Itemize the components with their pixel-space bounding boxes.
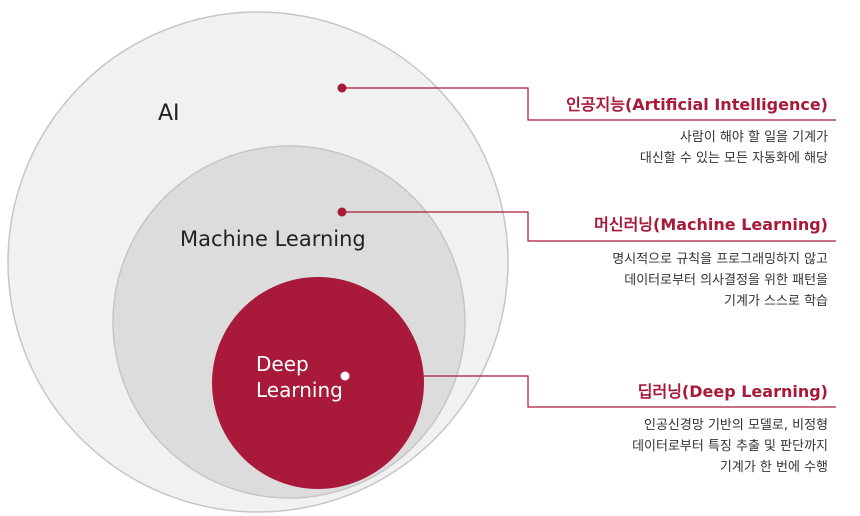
ai-definition-line: 대신할 수 있는 모든 자동화에 해당 xyxy=(639,151,828,166)
ai-marker-dot xyxy=(337,83,347,93)
deep-learning-definition-line: 인공신경망 기반의 모델로, 비정형 xyxy=(644,418,828,433)
deep-learning-definition-line: 데이터로부터 특징 추출 및 판단까지 xyxy=(632,439,828,454)
machine-learning-definition-line: 명시적으로 규칙을 프로그래밍하지 않고 xyxy=(612,252,828,267)
machine-learning-marker-dot xyxy=(337,207,347,217)
deep-learning-definition-text: 인공신경망 기반의 모델로, 비정형 데이터로부터 특징 추출 및 판단까지 기… xyxy=(632,415,828,478)
ai-definition-title: 인공지능(Artificial Intelligence) xyxy=(566,95,828,114)
machine-learning-definition-text: 명시적으로 규칙을 프로그래밍하지 않고 데이터로부터 의사결정을 위한 패턴을… xyxy=(612,249,828,312)
machine-learning-definition-line: 데이터로부터 의사결정을 위한 패턴을 xyxy=(624,273,828,288)
deep-learning-marker-dot xyxy=(340,371,350,381)
deep-learning-definition-line: 기계가 한 번에 수행 xyxy=(719,460,828,475)
ai-connector-line xyxy=(342,87,836,121)
deep-learning-connector-line xyxy=(345,375,836,408)
machine-learning-connector-line xyxy=(342,211,836,242)
machine-learning-definition-line: 기계가 스스로 학습 xyxy=(724,294,828,309)
deep-learning-circle-label-line1: Deep xyxy=(256,352,309,376)
ai-definition-line: 사람이 해야 할 일을 기계가 xyxy=(679,130,828,145)
deep-learning-circle xyxy=(212,277,424,489)
machine-learning-definition-title: 머신러닝(Machine Learning) xyxy=(594,215,828,234)
machine-learning-circle-label: Machine Learning xyxy=(180,227,366,251)
deep-learning-definition-title: 딥러닝(Deep Learning) xyxy=(637,382,828,401)
ai-definition-text: 사람이 해야 할 일을 기계가 대신할 수 있는 모든 자동화에 해당 xyxy=(640,127,828,169)
ai-circle-label: AI xyxy=(158,101,180,126)
deep-learning-circle-label-line2: Learning xyxy=(256,378,343,402)
